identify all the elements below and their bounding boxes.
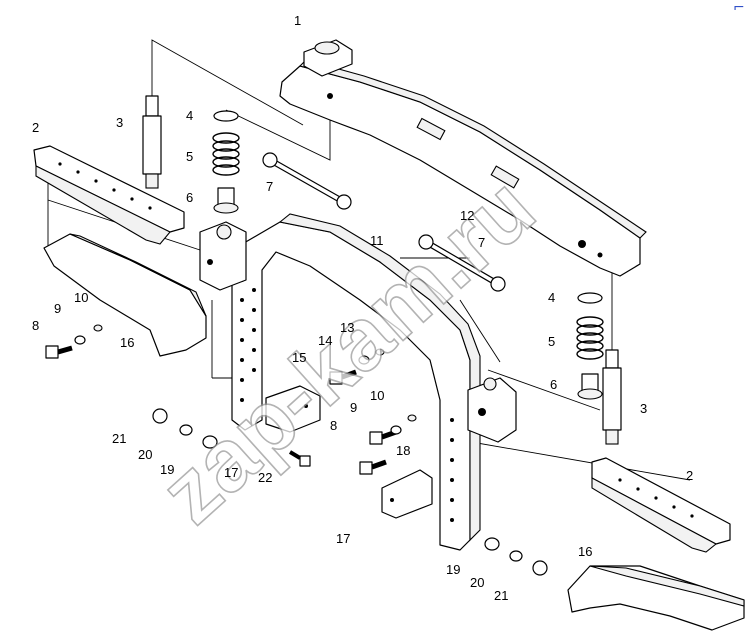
callout-19-left: 19: [160, 462, 174, 477]
cover-16-right: [567, 565, 745, 631]
callout-8-right: 8: [330, 418, 337, 433]
callout-19-right: 19: [446, 562, 460, 577]
callout-20-right: 20: [470, 575, 484, 590]
spring-set-left: [212, 110, 240, 214]
cover-16-left: [43, 233, 207, 357]
tie-rod-7-right: [418, 234, 506, 292]
callout-15: 15: [292, 350, 306, 365]
shock-absorber-3-left: [142, 95, 162, 189]
plate-17-left: [265, 385, 321, 433]
washer-20-right: [509, 550, 523, 562]
callout-9-left: 9: [54, 301, 61, 316]
cross-member-12: [279, 59, 647, 277]
callout-6-right: 6: [550, 377, 557, 392]
callout-21-right: 21: [494, 588, 508, 603]
callout-17-right: 17: [336, 531, 350, 546]
callout-22: 22: [258, 470, 272, 485]
callout-2-right: 2: [686, 468, 693, 483]
bolt-22: [288, 450, 311, 467]
callout-16-left: 16: [120, 335, 134, 350]
callout-12: 12: [460, 208, 474, 223]
washer-9-left: [74, 335, 86, 345]
callout-7-right: 7: [478, 235, 485, 250]
washer-10-left: [93, 324, 103, 332]
bracket-2-left: [33, 145, 185, 245]
washer-9-right: [390, 425, 402, 435]
callout-8-left: 8: [32, 318, 39, 333]
callout-labels: 1 2 3 4 5 6 7 8 9 10 16 11 12 7 4 5 6 3 …: [32, 13, 693, 603]
callout-5-right: 5: [548, 334, 555, 349]
callout-7-left: 7: [266, 179, 273, 194]
tie-rod-7-left: [262, 152, 352, 210]
washer-20-left: [179, 424, 193, 436]
spring-set-right: [576, 292, 604, 400]
nut-21-right: [532, 560, 548, 576]
callout-16-right: 16: [578, 544, 592, 559]
bolt-8-right: [369, 429, 397, 445]
shock-absorber-3-right: [602, 349, 622, 445]
nut-21-left: [152, 408, 168, 424]
callout-14: 14: [318, 333, 332, 348]
callout-3-right: 3: [640, 401, 647, 416]
callout-21-left: 21: [112, 431, 126, 446]
callout-10-right: 10: [370, 388, 384, 403]
spring-seat-bracket: [199, 221, 247, 291]
bolt-18: [359, 459, 387, 475]
washer-14: [358, 355, 370, 365]
cushion-pad-1: [303, 39, 353, 77]
callout-4-right: 4: [548, 290, 555, 305]
bolt-15: [329, 369, 357, 385]
callout-13: 13: [340, 320, 354, 335]
callout-1: 1: [294, 13, 301, 28]
watermark: zap-kam.ru: [141, 158, 552, 542]
callout-20-left: 20: [138, 447, 152, 462]
plate-17-right: [381, 469, 433, 519]
bolt-8-left: [45, 345, 73, 359]
callout-9-right: 9: [350, 400, 357, 415]
callout-5-left: 5: [186, 149, 193, 164]
callout-4-left: 4: [186, 108, 193, 123]
callout-2-left: 2: [32, 120, 39, 135]
corner-mark: ⌐: [733, 0, 745, 16]
callout-10-left: 10: [74, 290, 88, 305]
washer-19-left: [202, 435, 218, 449]
callout-6-left: 6: [186, 190, 193, 205]
callout-11: 11: [370, 233, 384, 248]
washer-13: [375, 348, 385, 356]
callout-17-left: 17: [224, 465, 238, 480]
frame-arch-11: [231, 213, 517, 551]
bracket-2-right: [591, 457, 731, 553]
callout-18: 18: [396, 443, 410, 458]
washer-19-right: [484, 537, 500, 551]
callout-3-left: 3: [116, 115, 123, 130]
washer-10-right: [407, 414, 417, 422]
